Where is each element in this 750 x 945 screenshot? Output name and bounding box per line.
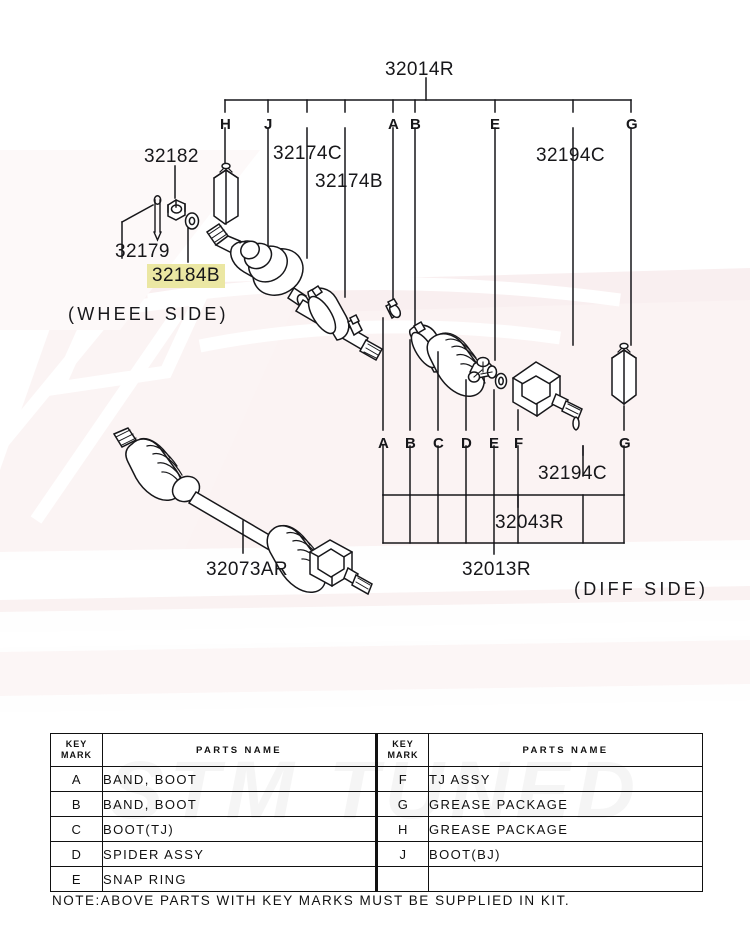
wheel-side-label: (WHEEL SIDE) [68,304,229,324]
part-number-32194C-top[interactable]: 32194C [536,145,605,166]
parts-name-cell: TJ ASSY [428,766,703,792]
part-number-32194C-bottom[interactable]: 32194C [538,463,607,484]
top-bracket [224,77,632,113]
grease-package-h [212,162,240,225]
key-mark-cell: F [375,766,429,792]
parts-name-cell: BAND, BOOT [102,791,377,817]
boot-band-a [384,298,402,320]
diff-side-label: (DIFF SIDE) [574,579,709,599]
part-number-32014R[interactable]: 32014R [385,59,454,80]
parts-table: KEY MARK PARTS NAME KEY MARK PARTS NAME … [50,733,703,892]
key-mark-bottom-e: E [489,435,500,452]
header-key-line2-right: MARK [387,750,419,760]
key-mark-cell: J [375,841,429,867]
kit-supply-note: NOTE:ABOVE PARTS WITH KEY MARKS MUST BE … [52,893,571,908]
part-number-32043R[interactable]: 32043R [495,512,564,533]
key-mark-cell: D [50,841,103,867]
key-mark-bottom-a: A [378,435,389,452]
castle-nut-part [167,199,186,221]
header-key-mark-right: KEY MARK [375,733,429,767]
part-number-32182[interactable]: 32182 [144,146,199,167]
key-mark-top-e: E [490,116,501,133]
header-key-line1-right: KEY [392,738,414,749]
part-number-32013R[interactable]: 32013R [462,559,531,580]
tj-assy-part [511,361,583,421]
parts-name-cell: BOOT(TJ) [102,816,377,842]
header-parts-name-right: PARTS NAME [428,733,703,767]
header-parts-name-left: PARTS NAME [102,733,377,767]
key-mark-cell: B [50,791,103,817]
key-mark-cell: G [375,791,429,817]
washer-part [184,212,200,230]
key-mark-top-a: A [388,116,399,133]
header-key-line2: MARK [61,750,92,760]
parts-name-cell: SNAP RING [102,866,377,892]
key-mark-bottom-f: F [514,435,524,452]
snap-ring-part [494,372,508,390]
part-number-32184B-highlighted[interactable]: 32184B [147,264,225,288]
intermediate-shaft [294,284,384,362]
table-row: E SNAP RING [50,866,703,892]
cotter-pin-part [153,195,162,242]
key-mark-cell: C [50,816,103,842]
parts-name-cell-empty [428,866,703,892]
table-row: D SPIDER ASSY J BOOT(BJ) [50,841,703,867]
table-row: A BAND, BOOT F TJ ASSY [50,766,703,792]
circlip-part [572,416,580,431]
part-number-32174B[interactable]: 32174B [315,171,383,192]
key-mark-top-b: B [410,116,421,133]
parts-name-cell: GREASE PACKAGE [428,791,703,817]
parts-name-cell: GREASE PACKAGE [428,816,703,842]
key-mark-bottom-b: B [405,435,416,452]
key-mark-cell: A [50,766,103,792]
part-number-32073AR[interactable]: 32073AR [206,559,289,580]
key-mark-cell-empty [375,866,429,892]
key-mark-top-h: H [220,116,231,133]
header-key-line1: KEY [65,738,88,749]
table-header-row: KEY MARK PARTS NAME KEY MARK PARTS NAME [50,733,703,767]
header-key-mark-left: KEY MARK [50,733,103,767]
key-mark-top-g: G [626,116,638,133]
key-mark-bottom-d: D [461,435,472,452]
parts-name-cell: BAND, BOOT [102,766,377,792]
parts-name-cell: BOOT(BJ) [428,841,703,867]
key-mark-bottom-c: C [433,435,444,452]
part-number-32179[interactable]: 32179 [115,241,170,262]
key-mark-cell: E [50,866,103,892]
grease-package-g [610,342,638,405]
key-mark-top-j: J [264,116,273,133]
key-mark-bottom-g: G [619,435,631,452]
key-mark-cell: H [375,816,429,842]
part-number-32174C[interactable]: 32174C [273,143,342,164]
table-row: B BAND, BOOT G GREASE PACKAGE [50,791,703,817]
parts-name-cell: SPIDER ASSY [102,841,377,867]
parts-table-wrapper: KEY MARK PARTS NAME KEY MARK PARTS NAME … [50,733,703,892]
table-row: C BOOT(TJ) H GREASE PACKAGE [50,816,703,842]
